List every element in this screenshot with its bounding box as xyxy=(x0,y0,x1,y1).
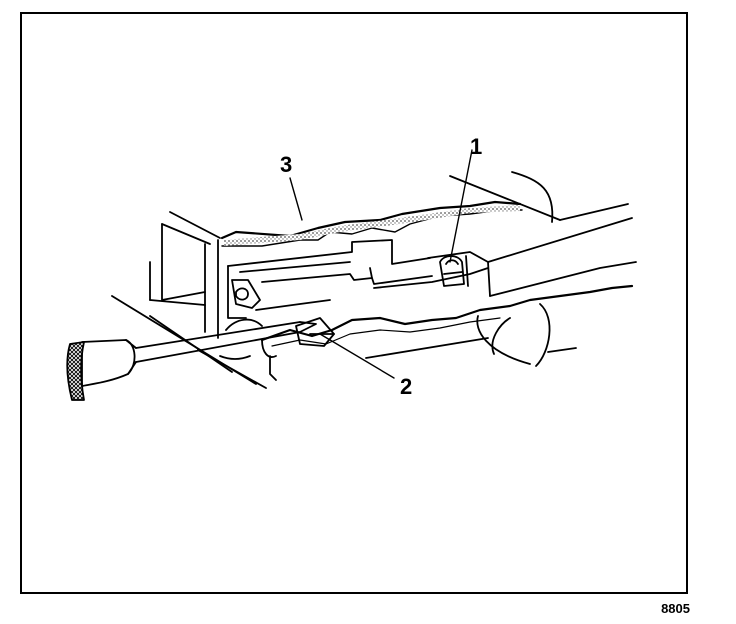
wiring-harness xyxy=(365,217,637,367)
callout-3: 3 xyxy=(280,152,293,177)
mounting-bracket xyxy=(149,211,221,339)
screwdriver-tool xyxy=(66,321,317,401)
leader-lines xyxy=(289,149,473,379)
callout-1: 1 xyxy=(470,134,483,159)
connector-body xyxy=(227,239,491,319)
figure-number: 8805 xyxy=(661,601,690,616)
upper-rail-item-3 xyxy=(220,171,629,247)
lower-rail-item-2 xyxy=(219,284,634,381)
callout-2: 2 xyxy=(400,374,413,399)
figure-frame xyxy=(20,12,688,594)
